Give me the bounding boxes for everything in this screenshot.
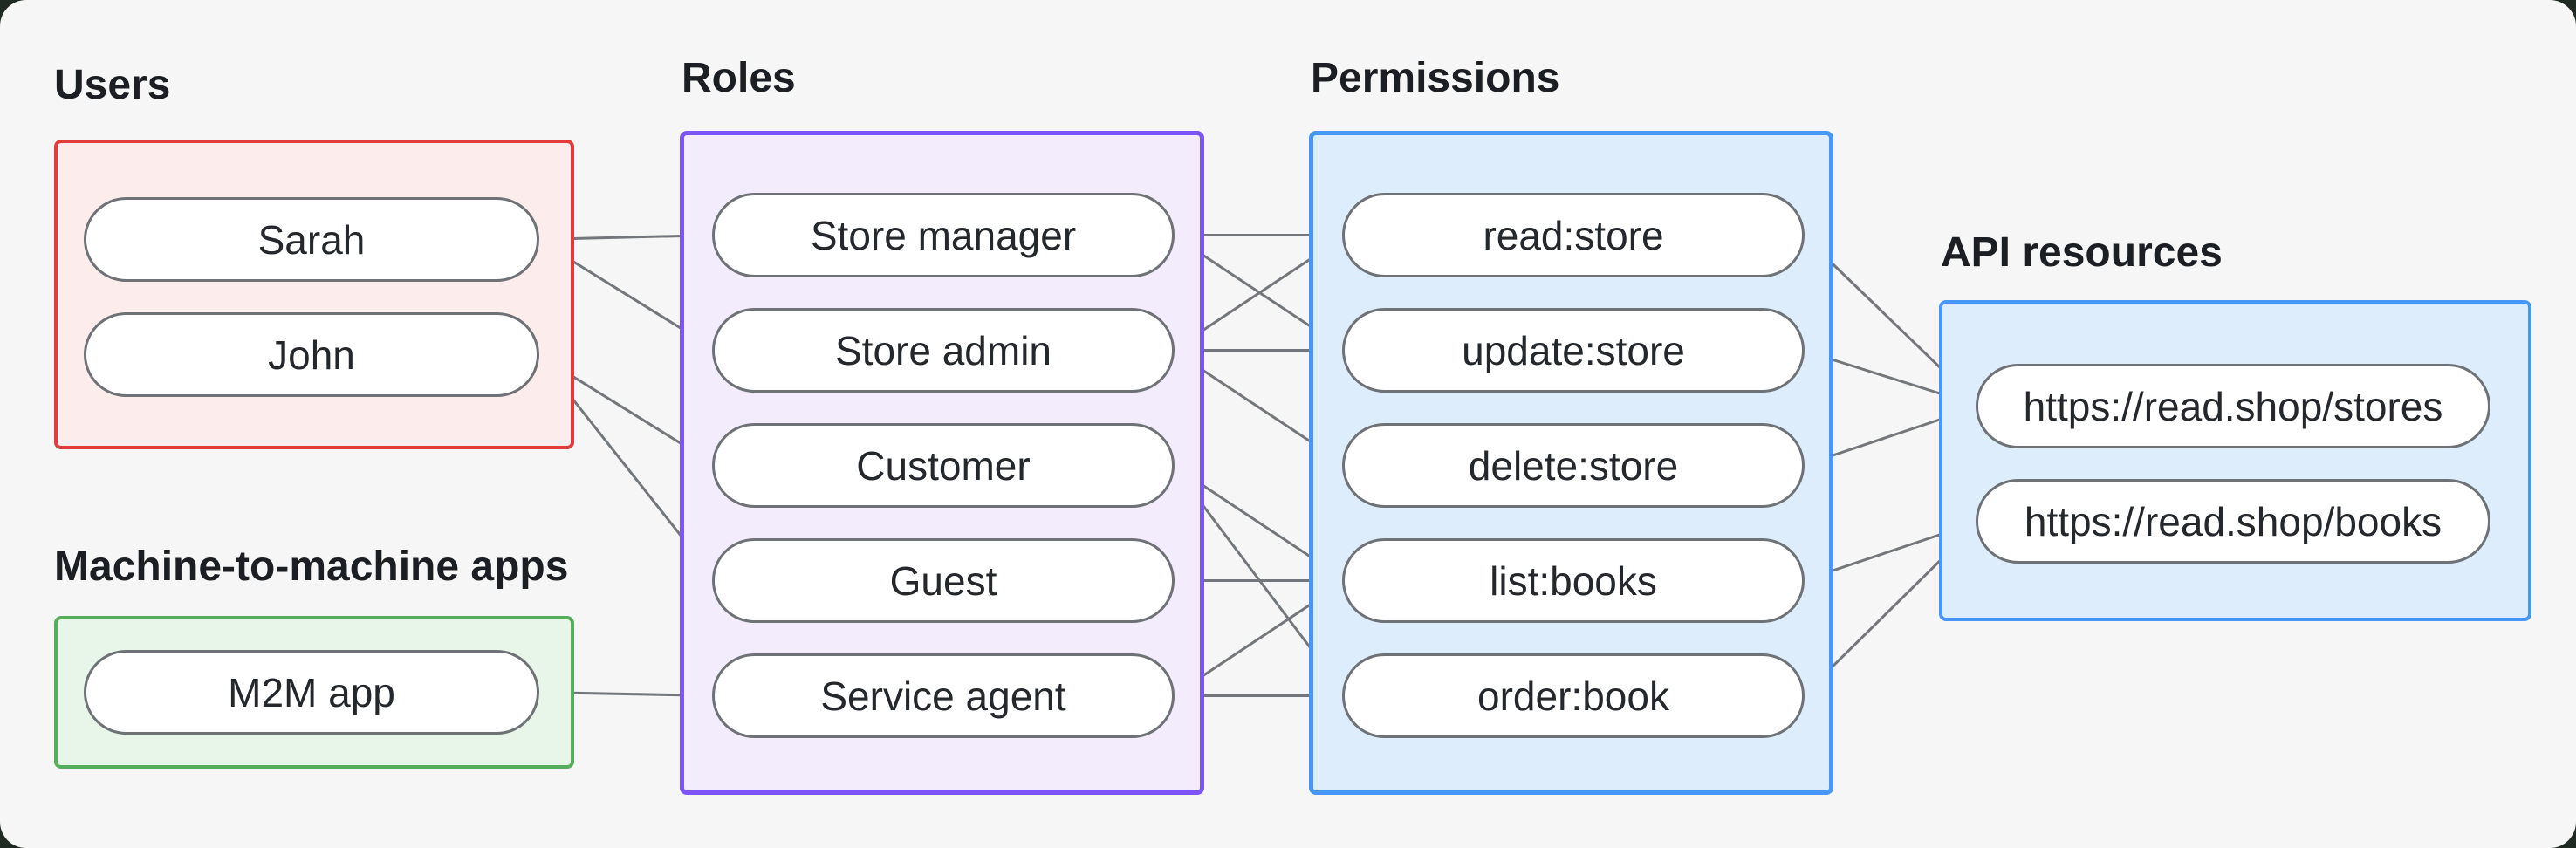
group-label-m2m-apps: Machine-to-machine apps [54, 544, 569, 590]
node-label: Store manager [810, 212, 1077, 258]
group-label-users: Users [54, 62, 171, 108]
node-label: https://read.shop/books [2024, 498, 2442, 544]
node-label: update:store [1462, 327, 1685, 373]
node-api-resource-stores: https://read.shop/stores [1976, 364, 2490, 448]
node-label: Sarah [257, 216, 366, 263]
node-permission-order-book: order:book [1342, 653, 1805, 738]
node-api-resource-books: https://read.shop/books [1976, 479, 2490, 564]
node-m2m-app: M2M app [84, 650, 539, 735]
node-label: M2M app [228, 669, 395, 715]
group-box-api-resources [1939, 300, 2531, 621]
node-label: Store admin [834, 327, 1052, 373]
group-box-users [54, 140, 574, 449]
node-permission-delete-store: delete:store [1342, 423, 1805, 508]
node-permission-update-store: update:store [1342, 308, 1805, 393]
node-role-store-manager: Store manager [712, 193, 1175, 277]
node-label: https://read.shop/stores [2023, 383, 2443, 429]
node-label: John [268, 332, 355, 378]
node-label: list:books [1490, 557, 1657, 604]
node-role-service-agent: Service agent [712, 653, 1175, 738]
group-label-api-resources: API resources [1941, 229, 2223, 276]
group-label-permissions: Permissions [1311, 55, 1560, 101]
node-permission-list-books: list:books [1342, 538, 1805, 623]
node-permission-read-store: read:store [1342, 193, 1805, 277]
node-role-customer: Customer [712, 423, 1175, 508]
node-user-john: John [84, 312, 539, 397]
node-label: order:book [1477, 673, 1669, 719]
node-label: Service agent [820, 673, 1066, 719]
node-user-sarah: Sarah [84, 197, 539, 282]
node-role-guest: Guest [712, 538, 1175, 623]
node-label: Guest [889, 557, 997, 604]
node-label: delete:store [1468, 442, 1679, 489]
node-label: Customer [856, 442, 1031, 489]
node-label: read:store [1483, 212, 1664, 258]
group-label-roles: Roles [682, 55, 796, 101]
node-role-store-admin: Store admin [712, 308, 1175, 393]
